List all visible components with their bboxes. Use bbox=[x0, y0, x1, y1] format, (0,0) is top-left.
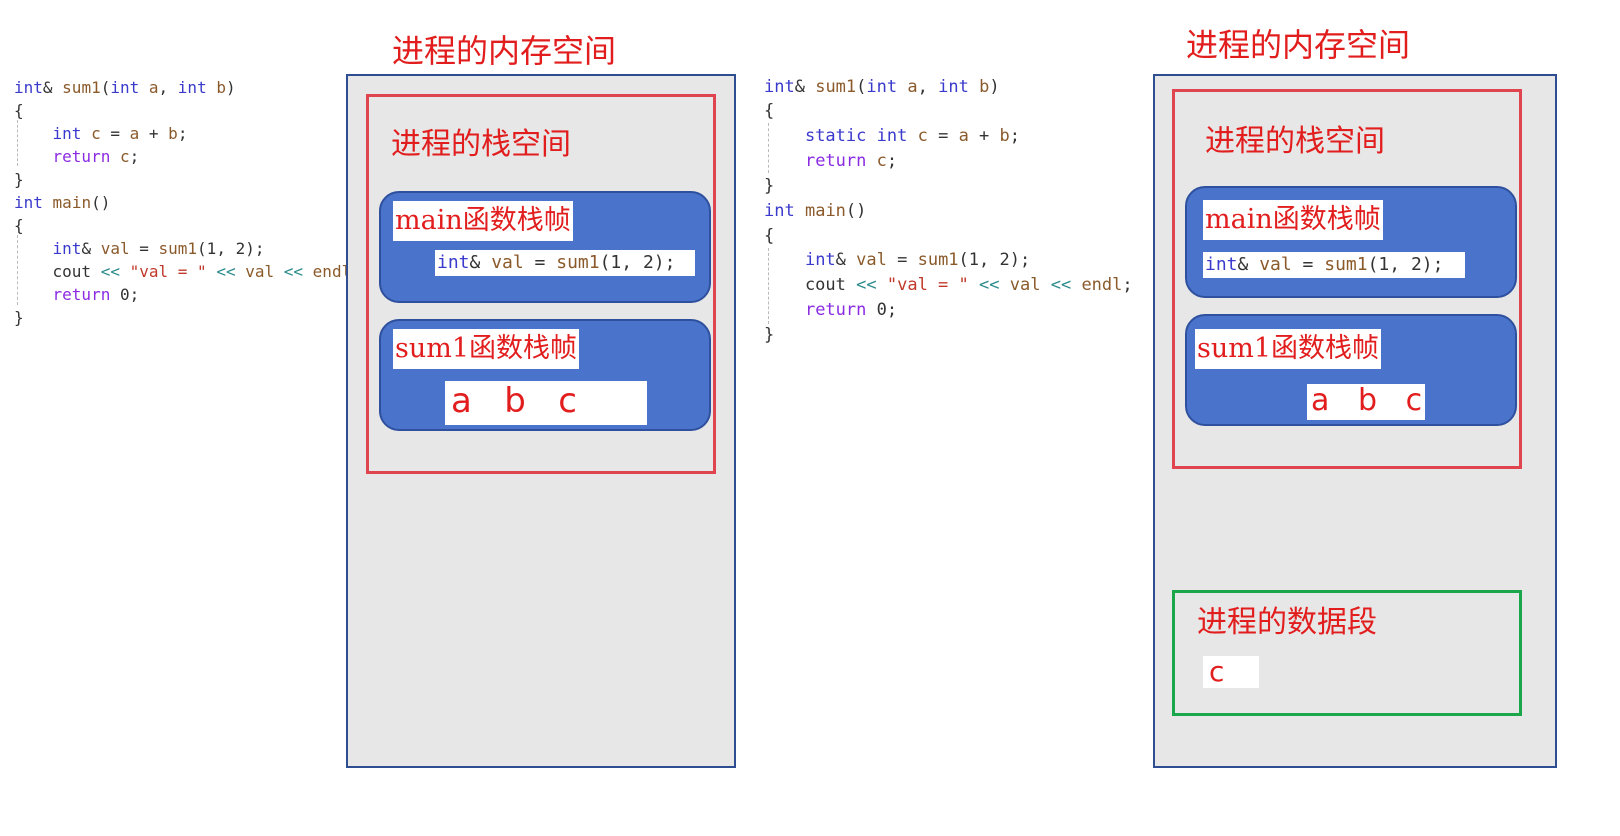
indent-guide bbox=[17, 235, 18, 305]
main-frame-label: main函数栈帧 bbox=[393, 201, 573, 241]
code-line-8: int& val = sum1(1, 2); bbox=[804, 250, 1031, 270]
sum1-frame-variables: a b c bbox=[445, 381, 647, 425]
stack-space-title: 进程的栈空间 bbox=[391, 127, 571, 162]
main-frame-code: int& val = sum1(1, 2); bbox=[1203, 252, 1465, 278]
data-segment-variable: c bbox=[1203, 656, 1259, 688]
code-line-3: int c = a + b; bbox=[52, 124, 188, 143]
code-line-8: int& val = sum1(1, 2); bbox=[52, 239, 265, 258]
process-data-segment: 进程的数据段 c bbox=[1172, 590, 1522, 716]
sum1-stack-frame: sum1函数栈帧 a b c bbox=[379, 319, 711, 431]
code-line-1: int& sum1(int a, int b) bbox=[14, 78, 236, 97]
main-frame-label: main函数栈帧 bbox=[1203, 200, 1383, 240]
code-line-9: cout << "val = " << val << endl; bbox=[14, 262, 361, 281]
memory-space-title: 进程的内存空间 bbox=[392, 32, 617, 70]
process-stack-space: 进程的栈空间 main函数栈帧 int& val = sum1(1, 2); s… bbox=[366, 94, 716, 474]
code-line-6: int main() bbox=[14, 193, 111, 212]
main-stack-frame: main函数栈帧 int& val = sum1(1, 2); bbox=[379, 191, 711, 303]
process-stack-space: 进程的栈空间 main函数栈帧 int& val = sum1(1, 2); s… bbox=[1172, 89, 1522, 469]
code-line-5: } bbox=[14, 170, 24, 189]
code-line-11: } bbox=[14, 308, 24, 327]
memory-space-title: 进程的内存空间 bbox=[1186, 26, 1411, 64]
code-line-10: return 0; bbox=[804, 300, 898, 320]
process-memory-space: 进程的栈空间 main函数栈帧 int& val = sum1(1, 2); s… bbox=[1153, 74, 1557, 768]
code-line-3: static int c = a + b; bbox=[804, 126, 1021, 146]
left-code-block: int& sum1(int a, int b) { int c = a + b;… bbox=[14, 78, 361, 327]
sum1-frame-label: sum1函数栈帧 bbox=[393, 329, 580, 369]
process-memory-space: 进程的栈空间 main函数栈帧 int& val = sum1(1, 2); s… bbox=[346, 74, 736, 768]
code-line-1: int& sum1(int a, int b) bbox=[764, 77, 1000, 97]
code-line-7: { bbox=[764, 226, 775, 246]
main-stack-frame: main函数栈帧 int& val = sum1(1, 2); bbox=[1185, 186, 1517, 298]
right-code-block: int& sum1(int a, int b) { static int c =… bbox=[764, 77, 1133, 345]
indent-guide bbox=[17, 120, 18, 166]
sum1-frame-variables: a b c bbox=[1307, 384, 1425, 420]
data-segment-title: 进程的数据段 bbox=[1197, 605, 1377, 640]
code-line-9: cout << "val = " << val << endl; bbox=[764, 275, 1133, 295]
code-line-10: return 0; bbox=[52, 285, 140, 304]
sum1-frame-label: sum1函数栈帧 bbox=[1195, 329, 1382, 369]
code-line-2: { bbox=[764, 101, 775, 121]
code-line-4: return c; bbox=[804, 151, 898, 171]
code-line-7: { bbox=[14, 216, 24, 235]
code-line-6: int main() bbox=[764, 201, 867, 221]
stack-space-title: 进程的栈空间 bbox=[1205, 124, 1385, 159]
main-frame-code: int& val = sum1(1, 2); bbox=[435, 250, 695, 276]
code-line-5: } bbox=[764, 176, 775, 196]
indent-guide bbox=[768, 123, 769, 173]
code-line-4: return c; bbox=[52, 147, 140, 166]
indent-guide bbox=[768, 248, 769, 324]
sum1-stack-frame: sum1函数栈帧 a b c bbox=[1185, 314, 1517, 426]
code-line-11: } bbox=[764, 325, 775, 345]
code-line-2: { bbox=[14, 101, 24, 120]
